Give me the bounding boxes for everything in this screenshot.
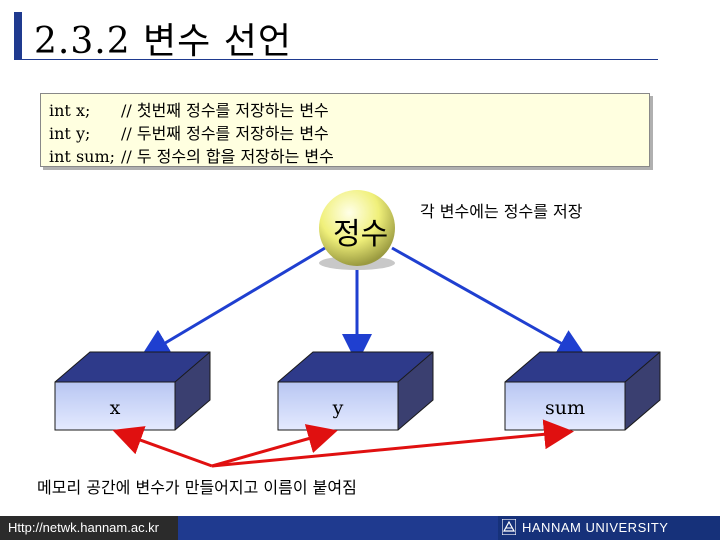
variable-diagram [0, 0, 720, 516]
footer-university-name: HANNAM UNIVERSITY [522, 520, 668, 535]
box-label-x: x [55, 397, 175, 419]
arrow-name-x [118, 432, 212, 466]
footer-url-panel: Http://netwk.hannam.ac.kr [0, 516, 178, 540]
arrow-to-sum [392, 248, 582, 355]
footer-url-link[interactable]: Http://netwk.hannam.ac.kr [8, 520, 159, 535]
type-label: 정수 [333, 209, 388, 253]
type-caption: 각 변수에는 정수를 저장 [420, 198, 582, 222]
footer-university-panel: HANNAM UNIVERSITY [498, 516, 720, 540]
name-arrows [118, 432, 568, 466]
university-logo-icon [502, 519, 516, 535]
footer-bar: Http://netwk.hannam.ac.kr HANNAM UNIVERS… [0, 516, 720, 540]
arrow-to-x [145, 248, 325, 355]
arrow-name-sum [212, 432, 568, 466]
memory-caption: 메모리 공간에 변수가 만들어지고 이름이 붙여짐 [37, 474, 357, 498]
box-label-sum: sum [505, 397, 625, 419]
box-label-y: y [278, 397, 398, 419]
